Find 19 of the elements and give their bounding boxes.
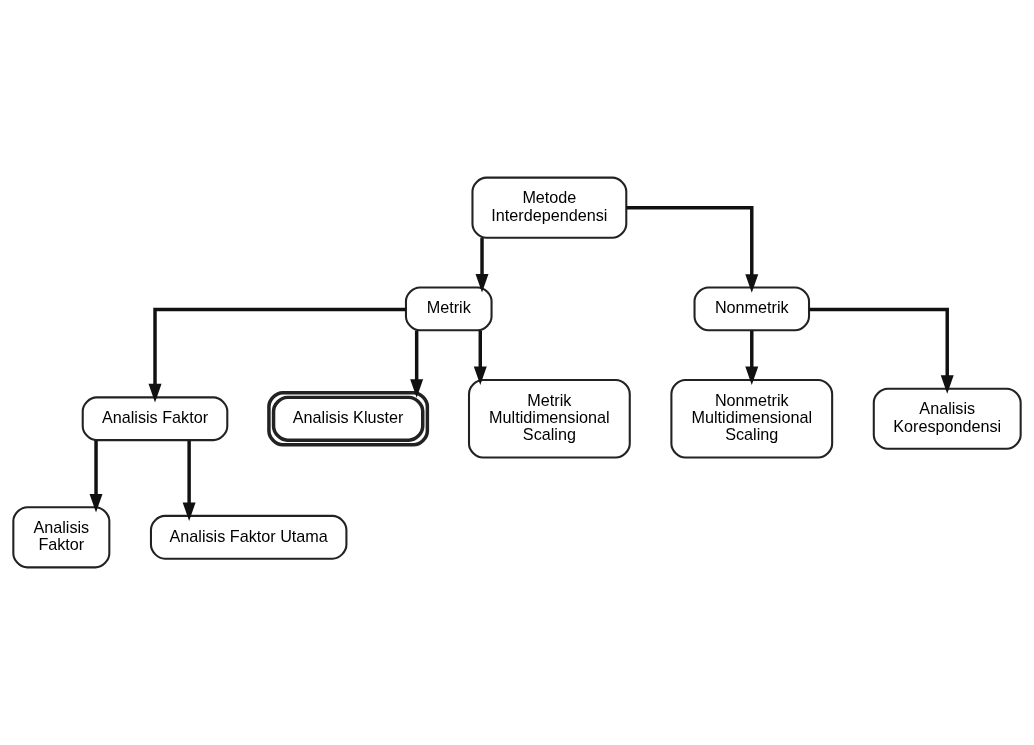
node-box: Analisis Faktor: [12, 506, 111, 569]
arrow: [745, 330, 759, 385]
node-box: Metrik: [404, 286, 493, 332]
node-box: Analisis Korespondensi: [872, 387, 1022, 450]
arrow: [809, 307, 954, 394]
node-box: Analisis Kluster: [267, 391, 430, 447]
arrow: [626, 205, 759, 293]
arrow: [410, 330, 424, 398]
arrow: [475, 238, 489, 293]
arrow: [89, 440, 103, 513]
node-box: Nonmetrik Multidimensional Scaling: [670, 378, 834, 459]
node-box: Analisis Faktor: [81, 396, 229, 442]
arrow: [148, 307, 406, 403]
node-box: Analisis Faktor Utama: [149, 514, 348, 560]
arrow: [182, 440, 196, 521]
arrow: [473, 330, 487, 385]
node-box: Metrik Multidimensional Scaling: [467, 378, 631, 459]
node-box: Metode Interdependensi: [471, 176, 628, 239]
node-box: Nonmetrik: [693, 286, 811, 332]
